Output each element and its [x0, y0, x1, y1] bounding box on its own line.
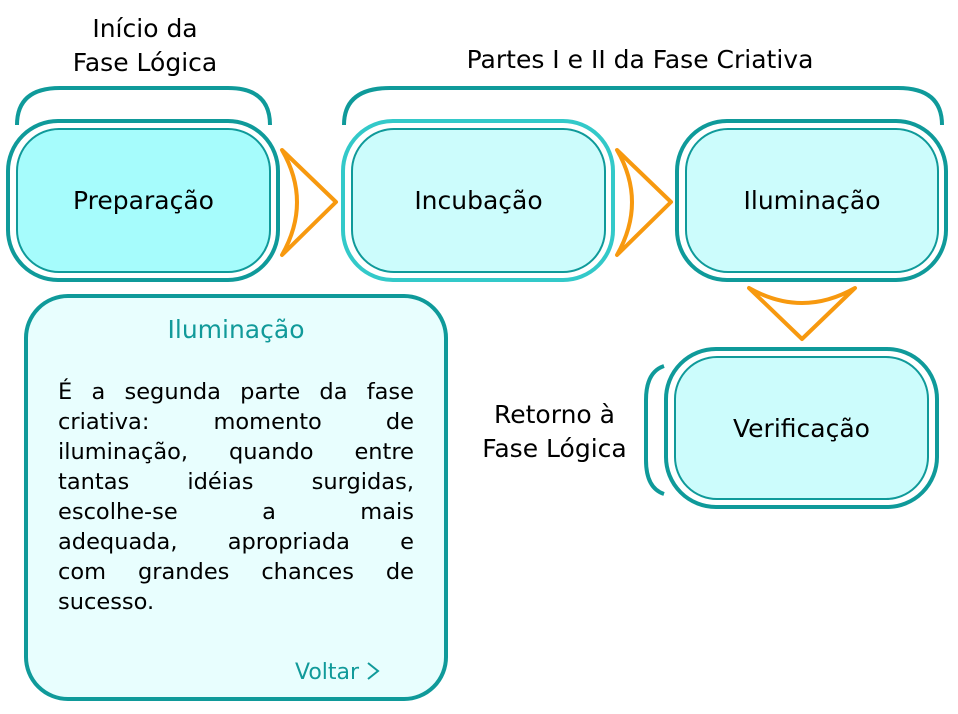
- bracket-return: [644, 364, 665, 496]
- word: mais: [360, 499, 414, 525]
- stage-incubacao[interactable]: Incubação: [414, 186, 543, 215]
- stage-preparacao[interactable]: Preparação: [73, 186, 214, 215]
- word: entre: [354, 439, 414, 465]
- label-line: Fase Lógica: [72, 48, 218, 77]
- info-panel: [24, 294, 448, 701]
- description-line: criativa: momento de: [58, 407, 414, 437]
- word: iluminação,: [58, 439, 189, 465]
- bracket-creative: [342, 86, 944, 126]
- stage-iluminacao[interactable]: Iluminação: [743, 186, 881, 215]
- back-label: Voltar: [295, 660, 360, 685]
- arrow-icon: [280, 148, 338, 257]
- creative-phase-label: Partes I e II da Fase Criativa: [466, 45, 814, 74]
- word: chances: [261, 559, 354, 585]
- word: fase: [366, 379, 414, 405]
- word: da: [319, 379, 348, 405]
- word: tantas: [58, 469, 130, 495]
- word: de: [385, 409, 414, 435]
- word: escolhe-se: [58, 499, 178, 525]
- label-line: Início da: [92, 14, 198, 43]
- description-line: iluminação, quando entre: [58, 437, 414, 467]
- word: idéias: [187, 469, 254, 495]
- description-line: adequada, apropriada e: [58, 527, 414, 557]
- word: quando: [228, 439, 314, 465]
- bracket-logic-start: [15, 86, 272, 126]
- chevron-right-icon: [367, 662, 380, 680]
- description-line: com grandes chances de: [58, 557, 414, 587]
- description-line: sucesso.: [58, 589, 155, 615]
- label-line: Retorno à: [494, 400, 615, 429]
- word: parte: [240, 379, 301, 405]
- description-line: escolhe-se a mais: [58, 497, 414, 527]
- arrow-icon: [615, 148, 673, 257]
- word: grandes: [137, 559, 230, 585]
- word: surgidas,: [311, 469, 414, 495]
- word: a: [91, 379, 106, 405]
- back-button[interactable]: Voltar: [295, 660, 380, 685]
- label-line: Fase Lógica: [482, 434, 627, 463]
- arrow-down-icon: [747, 286, 857, 341]
- panel-title: Iluminação: [167, 315, 305, 344]
- word: momento: [213, 409, 322, 435]
- word: de: [385, 559, 414, 585]
- word: com: [58, 559, 107, 585]
- word: criativa:: [58, 409, 150, 435]
- word: e: [400, 529, 414, 555]
- description-line: tantas idéias surgidas,: [58, 467, 414, 497]
- stage-verificacao[interactable]: Verificação: [733, 413, 870, 443]
- word: a: [262, 499, 276, 525]
- logic-start-label: Início da Fase Lógica: [40, 12, 250, 80]
- word: segunda: [124, 379, 221, 405]
- return-label: Retorno à Fase Lógica: [462, 398, 647, 466]
- word: apropriada: [227, 529, 350, 555]
- word: É: [58, 379, 73, 405]
- word: adequada,: [58, 529, 178, 555]
